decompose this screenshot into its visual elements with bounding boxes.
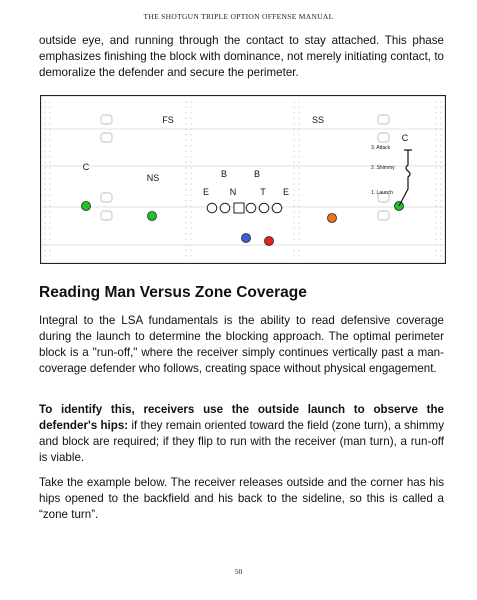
- label-phase-attack: 3. Attack: [371, 145, 391, 151]
- paragraph-reading-coverage: Integral to the LSA fundamentals is the …: [39, 314, 444, 375]
- player-green-slot: [147, 211, 157, 221]
- label-backer-1: B: [221, 169, 227, 179]
- label-backer-2: B: [254, 169, 260, 179]
- label-front-end-right: E: [283, 187, 289, 197]
- label-strong-safety: SS: [312, 115, 324, 125]
- label-free-safety: FS: [162, 115, 174, 125]
- label-corner-right: C: [402, 133, 409, 143]
- label-front-nose: N: [230, 187, 237, 197]
- lineman-tackle-right: [258, 202, 270, 214]
- formation-diagram: FS SS C C NS B B E N T E 3. Attack 2. Sh…: [40, 95, 446, 264]
- lineman-guard-right: [245, 202, 257, 214]
- hips-body: if they remain oriented toward the field…: [39, 419, 444, 464]
- receiver-route: [398, 150, 411, 207]
- player-green-left: [81, 201, 91, 211]
- paragraph-intro: outside eye, and running through the con…: [39, 34, 444, 79]
- page-number: 50: [234, 567, 243, 576]
- running-header: THE SHOTGUN TRIPLE OPTION OFFENSE MANUAL: [143, 12, 334, 21]
- paragraph-example: Take the example below. The receiver rel…: [39, 476, 444, 521]
- paragraph-hips: To identify this, receivers use the outs…: [39, 402, 444, 466]
- section-heading: Reading Man Versus Zone Coverage: [39, 284, 307, 301]
- player-orange: [327, 213, 337, 223]
- center-square: [233, 202, 245, 214]
- label-front-tackle: T: [260, 187, 266, 197]
- yard-number-boxes: [100, 114, 390, 221]
- label-corner-left: C: [83, 162, 90, 172]
- label-phase-shimmy: 2. Shimmy: [371, 165, 395, 171]
- label-phase-launch: 1. Launch: [371, 190, 393, 196]
- player-red-back: [264, 236, 274, 246]
- lineman-guard-left: [219, 202, 231, 214]
- offensive-line: [206, 202, 283, 214]
- label-nickel: NS: [147, 173, 160, 183]
- lineman-tackle-left: [206, 202, 218, 214]
- hips-lead-bold: To identify this, receivers use the outs…: [39, 403, 444, 432]
- label-front-end-left: E: [203, 187, 209, 197]
- lineman-end-right: [271, 202, 283, 214]
- player-blue-qb: [241, 233, 251, 243]
